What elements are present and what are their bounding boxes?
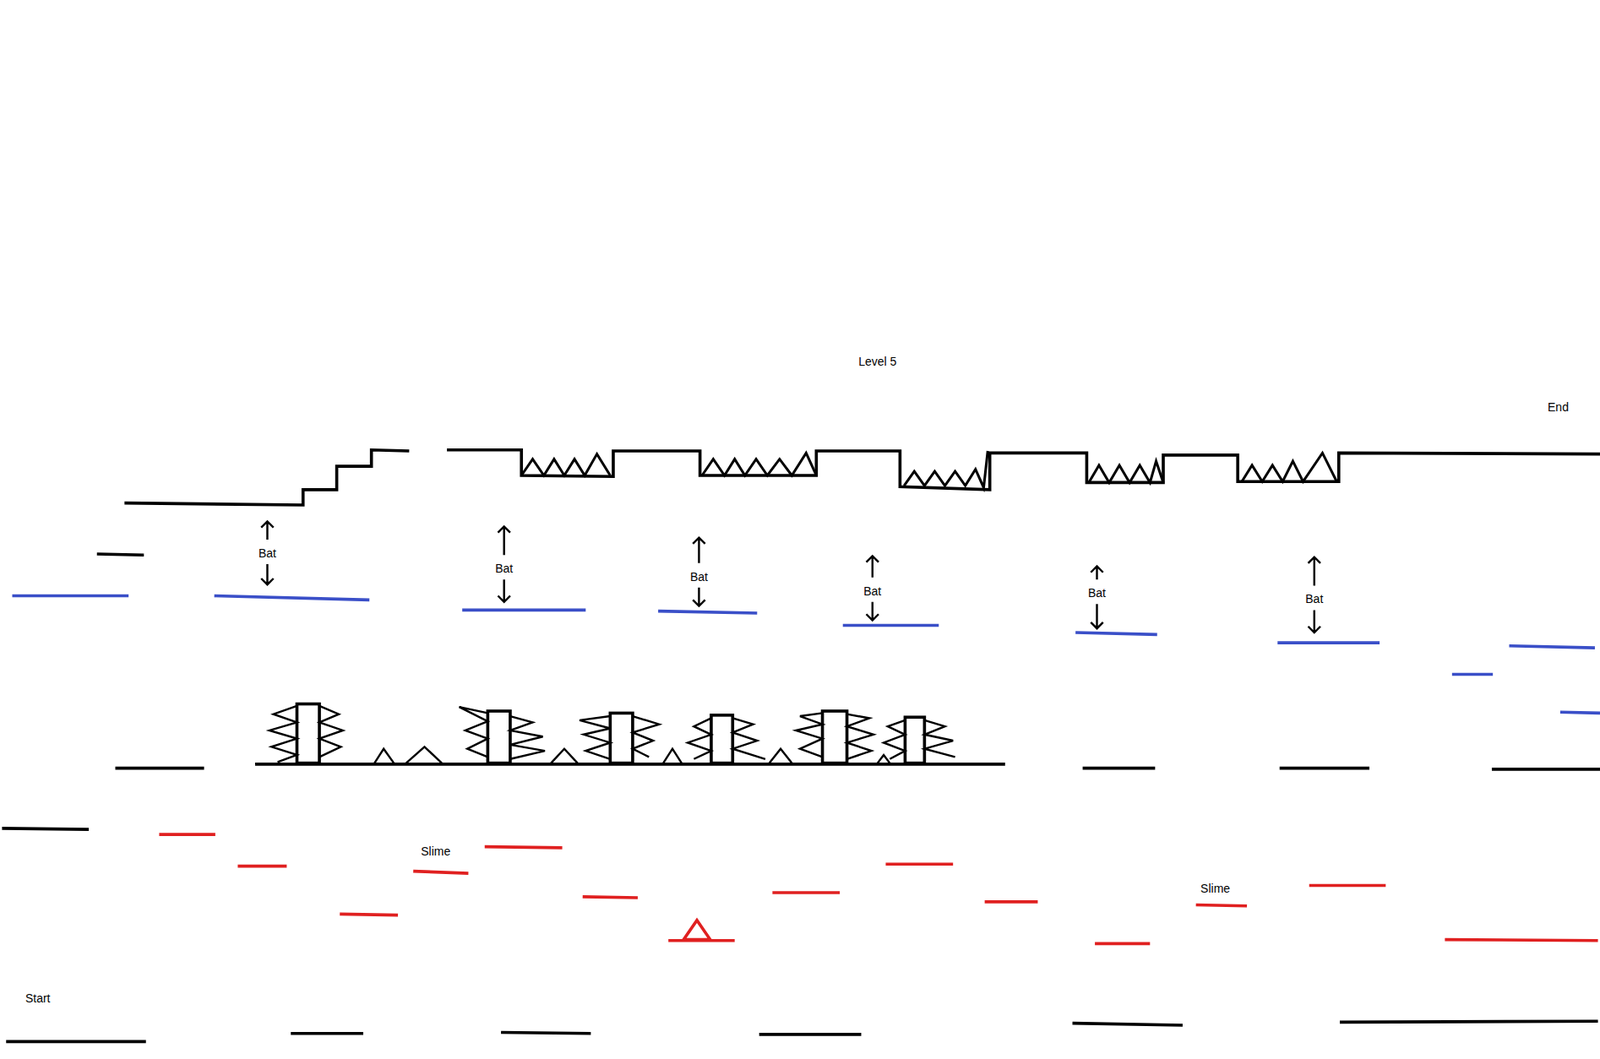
enemy-label: Slime bbox=[420, 845, 451, 859]
start-marker: Start bbox=[25, 992, 51, 1006]
black-ledges bbox=[1, 828, 1598, 1042]
red-platforms bbox=[158, 834, 1598, 944]
bat-arrows bbox=[261, 521, 1321, 633]
upper-ceiling bbox=[97, 450, 1600, 556]
spike-wall-floor bbox=[114, 704, 1600, 770]
enemy-label: Bat bbox=[863, 585, 882, 599]
end-marker: End bbox=[1547, 401, 1569, 414]
enemy-label: Bat bbox=[1088, 587, 1106, 600]
blue-platforms bbox=[11, 596, 1600, 714]
enemy-label: Bat bbox=[495, 562, 513, 576]
enemy-label: Bat bbox=[690, 571, 708, 584]
enemy-label: Bat bbox=[1305, 593, 1323, 607]
level-title: Level 5 bbox=[858, 355, 897, 369]
enemy-label: Bat bbox=[258, 547, 277, 561]
enemy-label: Slime bbox=[1200, 883, 1230, 897]
pillar-spikes bbox=[269, 706, 956, 764]
spike-pits bbox=[521, 451, 1337, 488]
